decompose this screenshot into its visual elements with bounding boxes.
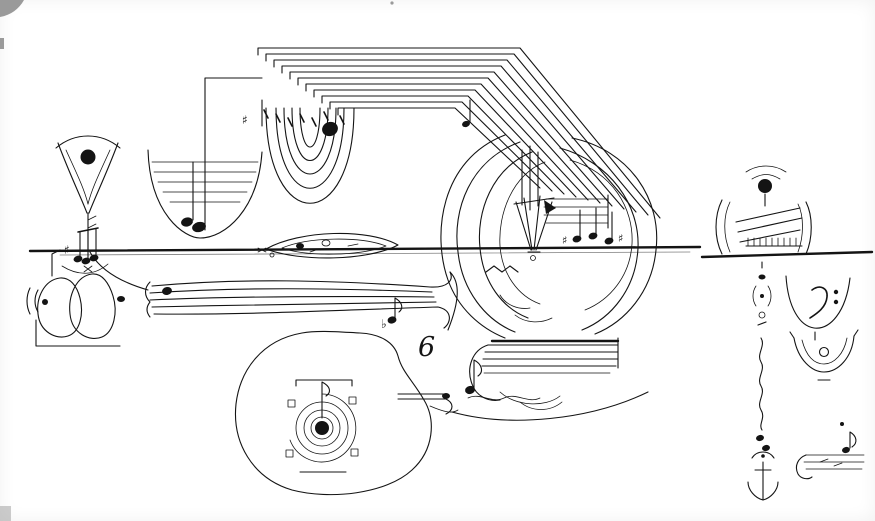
right-nested-arcs: [789, 329, 859, 381]
six-glyph: 6: [418, 332, 435, 363]
staff-fragment-right: ♯ ♯: [543, 194, 623, 247]
left-edge-parens: [26, 287, 48, 315]
blob-exit-lines: [397, 393, 459, 415]
boat-lens: [257, 232, 399, 259]
nested-arc-bowl: [265, 107, 355, 204]
left-note-cluster: ♯: [61, 227, 109, 274]
u-staff-notehead: [181, 217, 193, 227]
stem-notehead: [192, 221, 206, 233]
scan-smudges: [0, 0, 394, 521]
right-oval-arcs: [440, 134, 658, 339]
right-upper-cluster: [715, 165, 812, 255]
tiny-note-top: [462, 99, 471, 128]
spiral-target: [285, 379, 359, 473]
blob-amoeba: [234, 330, 432, 496]
left-pear-shapes: [35, 249, 121, 347]
funnel-notehead: [80, 149, 96, 165]
sharp-glyph-mid: ♯: [562, 234, 567, 247]
tall-stem-hook: [192, 77, 263, 233]
sharp-glyph-fan: ♯: [242, 113, 248, 127]
flat-glyph: ♭: [381, 317, 387, 331]
wave-bundle: ♭: [89, 251, 458, 331]
bowl-notehead: [322, 121, 338, 137]
right-black-dot: [758, 179, 772, 193]
main-staff-line: [28, 245, 874, 259]
kite-claw: [513, 145, 556, 261]
fan-roof: ♯: [242, 47, 661, 219]
sharp-glyph-left: ♯: [64, 243, 70, 257]
right-bottom-staff: [795, 422, 865, 480]
right-cup-clef: [785, 275, 851, 341]
right-column-glyphs: [747, 261, 779, 501]
lower-staff-wedge: [451, 337, 649, 421]
sharp-glyph-mid2: ♯: [618, 232, 623, 245]
u-staff-curve: [147, 149, 263, 239]
